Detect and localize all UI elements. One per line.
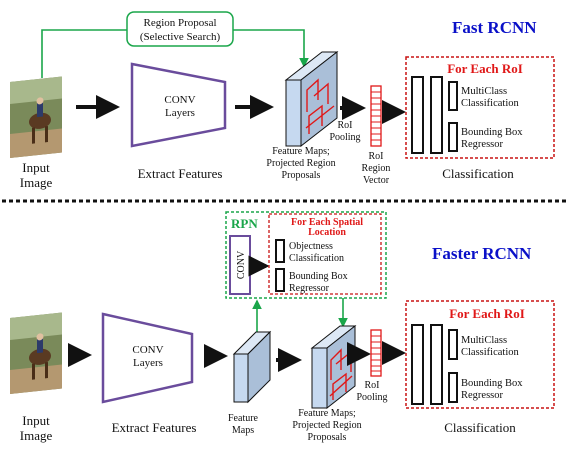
objectness-head-bar — [275, 239, 285, 263]
extract-features-label: Extract Features — [138, 166, 223, 181]
input-to-proposal-line — [41, 29, 127, 78]
input-image-label-2-faster: Image — [20, 428, 53, 443]
roi-vector-label-3: Vector — [363, 175, 390, 186]
input-image-label-1: Input — [22, 160, 50, 175]
input-image-faster — [10, 312, 62, 394]
faster-rcnn-title: Faster RCNN — [432, 244, 532, 263]
feature-maps-label-2: Projected Region — [266, 158, 335, 169]
objectness-label-1: Objectness — [289, 241, 333, 252]
roi-vector-faster — [370, 329, 382, 377]
feature-maps-label-3-faster: Proposals — [308, 432, 347, 443]
proposal-to-feature-arrow — [233, 29, 309, 68]
classification-label: Classification — [442, 166, 514, 181]
feature-maps-label-3: Proposals — [282, 170, 321, 181]
multiclass-label-1-faster: MultiClass — [461, 335, 507, 346]
multiclass-label-2-faster: Classification — [461, 347, 519, 358]
roi-pooling-label-2-faster: Pooling — [356, 392, 387, 403]
fast-rcnn-title: Fast RCNN — [452, 18, 537, 37]
conv-layers-label-1: CONV — [164, 94, 195, 106]
bbox-label-1-faster: Bounding Box — [461, 378, 523, 389]
feature-map-block — [284, 50, 339, 148]
for-each-spatial-box — [268, 213, 382, 295]
feature-maps-plain-label-2: Maps — [232, 425, 254, 436]
roi-pooling-label-1: RoI — [338, 120, 353, 131]
conv-layers-label-2: Layers — [165, 107, 195, 119]
fc-layer-1-faster — [411, 324, 424, 405]
conv-layers-block-faster — [101, 312, 194, 404]
feature-maps-plain-block — [232, 330, 272, 404]
bbox-label-1: Bounding Box — [461, 127, 523, 138]
rpn-box — [225, 211, 387, 299]
fc-layer-2-faster — [430, 324, 443, 405]
input-image-label-1-faster: Input — [22, 413, 50, 428]
roi-pooling-label-2: Pooling — [329, 132, 360, 143]
extract-features-label-faster: Extract Features — [112, 420, 197, 435]
fc-layer-1 — [411, 76, 424, 154]
faster-rcnn-section: Faster RCNN RPN CONV For Each Spatial Lo… — [10, 211, 555, 443]
feature-maps-label-1: Feature Maps; — [272, 146, 330, 157]
bbox-head-bar-faster — [448, 372, 458, 403]
feature-maps-plain-label-1: Feature — [228, 413, 259, 424]
feature-maps-label-1-faster: Feature Maps; — [298, 408, 356, 419]
classification-label-faster: Classification — [444, 420, 516, 435]
region-proposal-box — [126, 11, 234, 47]
conv-layers-block — [130, 62, 227, 148]
fc-layer-2 — [430, 76, 443, 154]
bbox-label-2-faster: Regressor — [461, 390, 503, 401]
rpn-bbox-head-bar — [275, 268, 285, 292]
cls-head-bar-faster — [448, 329, 458, 360]
for-each-roi-label: For Each RoI — [447, 61, 523, 76]
multiclass-label-1: MultiClass — [461, 86, 507, 97]
conv-layers-label-1-faster: CONV — [132, 344, 163, 356]
input-image-label-2: Image — [20, 175, 53, 190]
rpn-label: RPN — [231, 216, 258, 231]
rpn-bbox-label-1: Bounding Box — [289, 271, 348, 282]
bbox-label-2: Regressor — [461, 139, 503, 150]
region-proposal-label-2: (Selective Search) — [140, 31, 221, 43]
region-proposal-label-1: Region Proposal — [143, 17, 216, 29]
roi-pooling-label-1-faster: RoI — [365, 380, 380, 391]
roi-vector-label-1: RoI — [369, 151, 384, 162]
for-each-spatial-label-1: For Each Spatial — [291, 217, 363, 228]
roi-vector — [370, 85, 382, 147]
multiclass-label-2: Classification — [461, 98, 519, 109]
fast-rcnn-section: Fast RCNN Region Proposal (Selective Sea… — [10, 11, 555, 190]
rpn-conv-label: CONV — [236, 250, 247, 279]
bbox-head-bar — [448, 122, 458, 152]
input-image-fast — [10, 76, 62, 158]
cls-head-bar — [448, 81, 458, 111]
for-each-roi-label-faster: For Each RoI — [449, 306, 525, 321]
conv-layers-label-2-faster: Layers — [133, 357, 163, 369]
projected-feature-map-block — [310, 324, 357, 410]
feature-maps-label-2-faster: Projected Region — [292, 420, 361, 431]
for-each-spatial-label-2: Location — [308, 227, 346, 238]
roi-vector-label-2: Region — [362, 163, 391, 174]
rpn-bbox-label-2: Regressor — [289, 283, 330, 294]
objectness-label-2: Classification — [289, 253, 344, 264]
